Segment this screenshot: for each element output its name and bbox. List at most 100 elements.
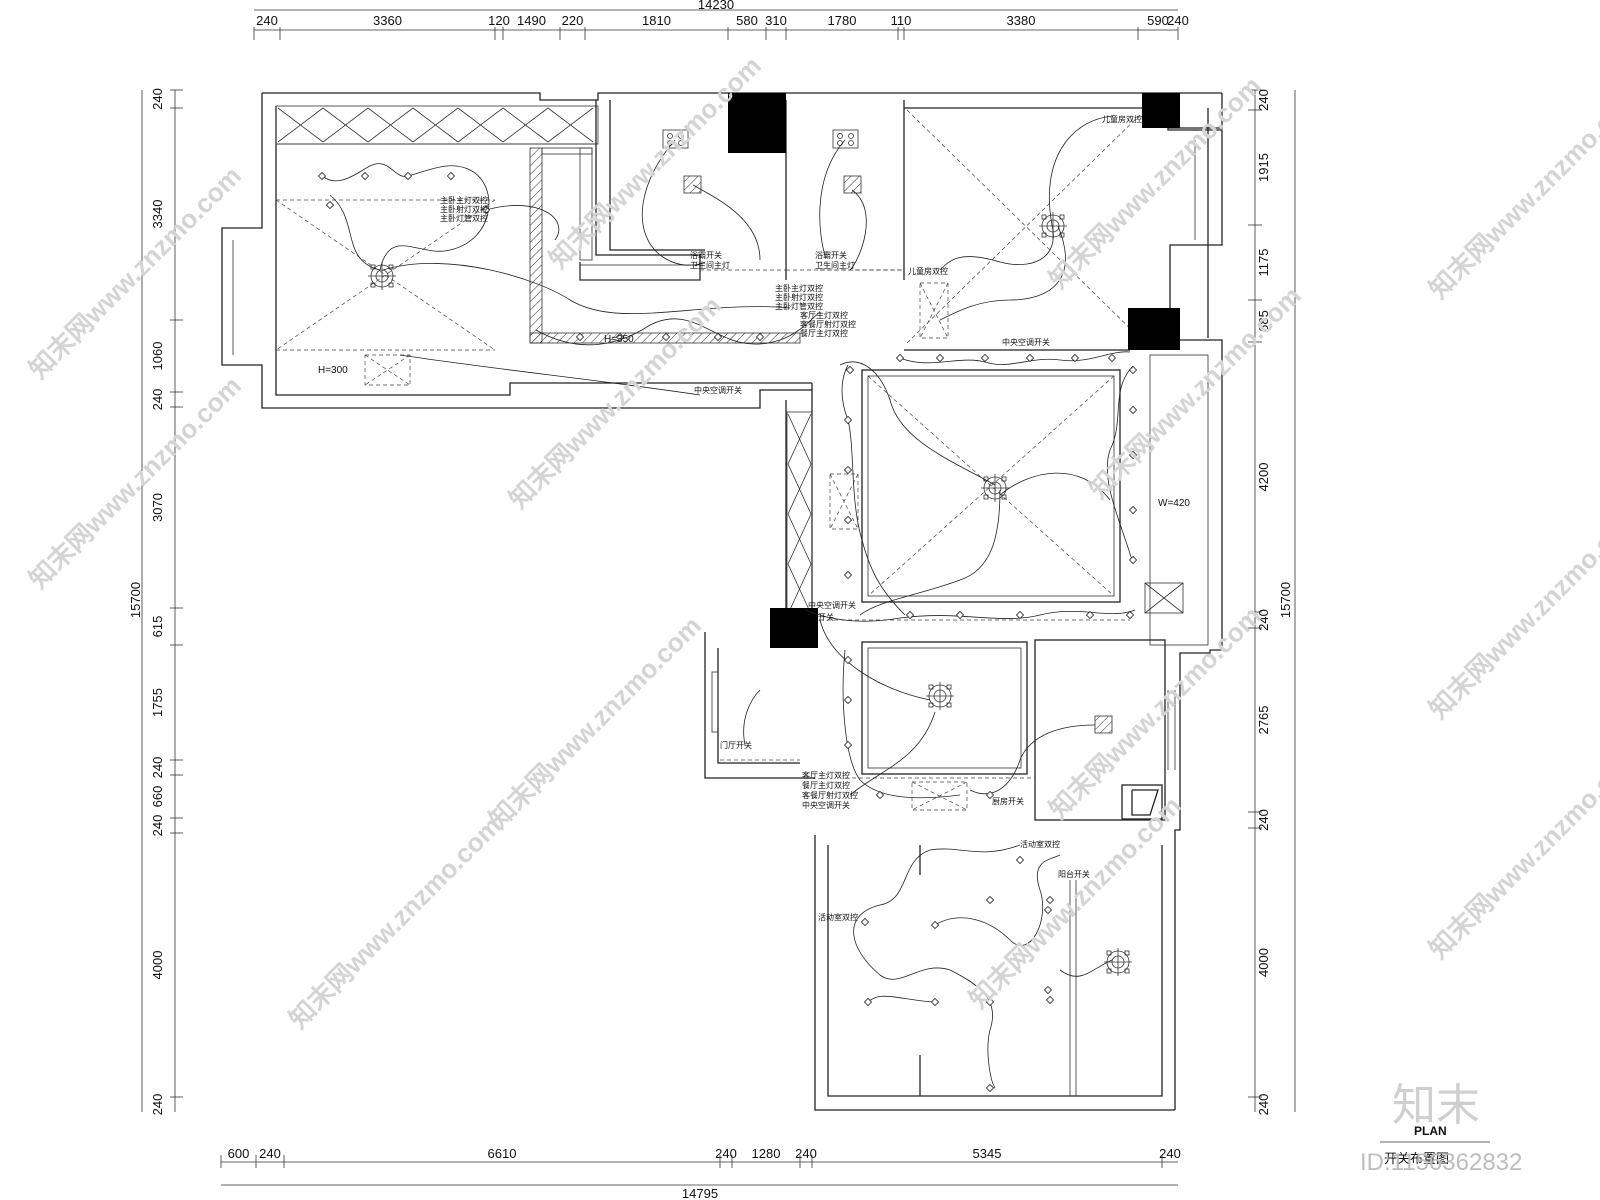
switch-label-master-1: 主卧主灯双控 bbox=[440, 195, 488, 205]
switch-label-master-3: 主卧灯管双控 bbox=[440, 213, 488, 223]
left-dimension-label: 3340 bbox=[150, 200, 165, 229]
watermark-text: 知末网www.znzmo.com bbox=[1423, 740, 1600, 964]
column-3 bbox=[1128, 308, 1180, 350]
master-height-label: H=300 bbox=[318, 365, 348, 376]
lighting-point bbox=[446, 171, 456, 181]
switch-label-entry-ac: 中央空调开关 bbox=[808, 600, 856, 610]
lighting-point bbox=[1025, 353, 1035, 363]
lighting-point bbox=[1045, 895, 1055, 905]
lighting-point bbox=[1015, 855, 1025, 865]
wardrobe-cross bbox=[787, 563, 812, 615]
lighting-point bbox=[905, 610, 915, 620]
top-dimension-label: 1780 bbox=[828, 13, 857, 28]
left-dimension-label: 240 bbox=[150, 757, 165, 779]
right-dimension-label: 240 bbox=[1256, 609, 1271, 631]
switch-label-living-4: 中央空调开关 bbox=[802, 800, 850, 810]
lighting-point bbox=[1125, 610, 1135, 620]
wardrobe-cross bbox=[412, 107, 459, 143]
lighting-point bbox=[575, 332, 585, 342]
lighting-point bbox=[843, 415, 853, 425]
square-lamp-icons bbox=[683, 175, 1113, 734]
switch-label-entry-ac-2: 开关 bbox=[818, 612, 834, 622]
switch-labels: 主卧主灯双控 主卧射灯双控 主卧灯管双控 浴霸开关 卫生间主灯 浴霸开关 卫生间… bbox=[440, 114, 1142, 922]
lighting-point bbox=[930, 920, 940, 930]
top-dimension-label: 240 bbox=[256, 13, 278, 28]
lighting-point bbox=[843, 570, 853, 580]
chandelier-icon bbox=[926, 682, 954, 710]
watermark-text: 知末网www.znzmo.com bbox=[283, 810, 507, 1034]
switch-label-corridor-3: 主卧灯管双控 bbox=[775, 301, 823, 311]
left-dimension-label: 1060 bbox=[150, 342, 165, 371]
switch-label-master-2: 主卧射灯双控 bbox=[440, 204, 488, 214]
ac-vent-boxes bbox=[364, 282, 968, 811]
left-dimension-label: 3070 bbox=[150, 493, 165, 522]
lighting-point bbox=[843, 655, 853, 665]
chandelier-icons bbox=[368, 212, 1132, 976]
lighting-point bbox=[360, 171, 370, 181]
lighting-point bbox=[403, 171, 413, 181]
lighting-point bbox=[930, 997, 940, 1007]
structural-columns bbox=[728, 93, 1180, 648]
lighting-point bbox=[875, 790, 885, 800]
lighting-point bbox=[317, 171, 327, 181]
left-dimension-label: 240 bbox=[150, 88, 165, 110]
wardrobe-width-label: W=420 bbox=[1158, 498, 1190, 509]
lighting-point bbox=[985, 997, 995, 1007]
column-2 bbox=[1142, 93, 1180, 128]
lighting-point bbox=[1015, 610, 1025, 620]
plan-title-cn: 开关布置图 bbox=[1384, 1151, 1449, 1166]
switch-label-corridor-4: 客厅主灯双控 bbox=[800, 310, 848, 320]
switch-label-bath2-heater: 浴霸开关 bbox=[815, 250, 847, 260]
lighting-point bbox=[980, 353, 990, 363]
wardrobe-cross bbox=[277, 107, 324, 143]
wardrobe-cross bbox=[367, 107, 414, 143]
right-dimension-label: 4200 bbox=[1256, 463, 1271, 492]
lighting-point bbox=[843, 695, 853, 705]
switch-label-activity-left: 活动室双控 bbox=[818, 912, 858, 922]
switch-label-child-ac: 中央空调开关 bbox=[1002, 337, 1050, 347]
top-dimension-label: 120 bbox=[488, 13, 510, 28]
top-dimension-label: 590 bbox=[1147, 13, 1169, 28]
switch-label-balcony: 阳台开关 bbox=[1058, 869, 1090, 879]
top-total-dimension: 14230 bbox=[698, 0, 734, 12]
lighting-point bbox=[325, 200, 335, 210]
bottom-dimension-label: 240 bbox=[259, 1146, 281, 1161]
lighting-point bbox=[955, 610, 965, 620]
switch-label-master-ac: 中央空调开关 bbox=[694, 385, 742, 395]
interior-walls bbox=[232, 100, 1209, 1096]
wiring-paths bbox=[321, 115, 1136, 1089]
watermark-text: 知末网www.znzmo.com bbox=[1083, 280, 1307, 504]
right-dimension-label: 685 bbox=[1256, 310, 1271, 332]
lighting-point bbox=[985, 790, 995, 800]
switch-label-corridor-6: 餐厅主灯双控 bbox=[800, 328, 848, 338]
watermark-text: 知末网www.znzmo.com bbox=[23, 370, 247, 594]
column-4 bbox=[770, 608, 818, 648]
lighting-point bbox=[843, 515, 853, 525]
bottom-dimension-label: 6610 bbox=[488, 1146, 517, 1161]
switch-label-child-top: 儿童房双控 bbox=[1102, 114, 1142, 124]
watermark-text: 知末网www.znzmo.com bbox=[1043, 600, 1267, 824]
top-dimension-label: 110 bbox=[891, 13, 912, 28]
bottom-dimension-label: 240 bbox=[1159, 1146, 1181, 1161]
right-dimension-label: 240 bbox=[1256, 809, 1271, 831]
lighting-point bbox=[1128, 365, 1138, 375]
switch-label-child-bottom: 儿童房双控 bbox=[908, 266, 948, 276]
left-dimension-label: 1755 bbox=[150, 688, 165, 717]
lighting-point bbox=[1128, 450, 1138, 460]
left-dimension-chain: 15700 2403340106024030706151755240660240… bbox=[128, 88, 183, 1115]
right-dimension-label: 4000 bbox=[1256, 948, 1271, 977]
lighting-point bbox=[985, 1083, 995, 1093]
bottom-total-dimension: 14795 bbox=[682, 1186, 718, 1200]
watermark-text: 知末网www.znzmo.com bbox=[23, 160, 247, 384]
ceiling-guide-lines bbox=[275, 109, 1146, 779]
lighting-point bbox=[615, 332, 625, 342]
bath-heater-icons bbox=[662, 129, 859, 149]
chandelier-icon bbox=[981, 474, 1009, 502]
bottom-dimension-label: 1280 bbox=[752, 1146, 781, 1161]
lighting-point bbox=[1128, 405, 1138, 415]
partition-height-label: H=350 bbox=[604, 334, 634, 345]
lighting-point bbox=[895, 353, 905, 363]
top-dimension-label: 1490 bbox=[517, 13, 546, 28]
height-labels: H=300 H=350 W=420 bbox=[318, 334, 1190, 509]
